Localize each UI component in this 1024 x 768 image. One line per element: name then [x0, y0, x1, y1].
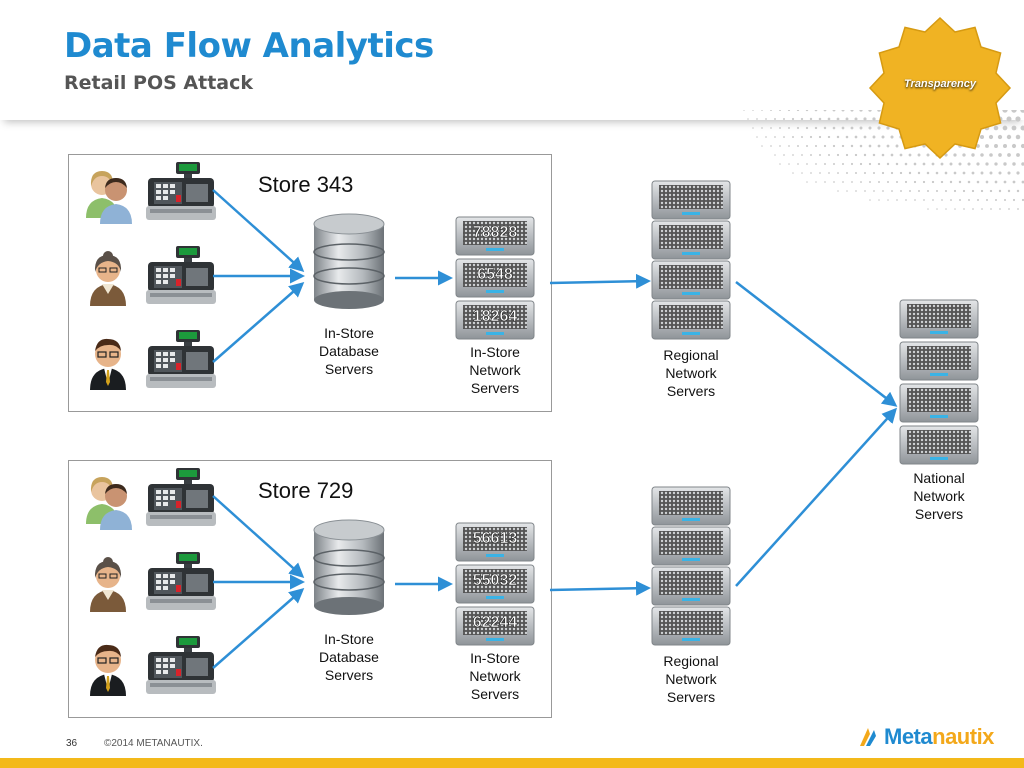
slide-header: Data Flow Analytics Retail POS Attack [0, 0, 1024, 120]
metanautix-logo: Metanautix [884, 724, 994, 749]
flow-arrow [735, 407, 898, 587]
cash-register-icon [146, 162, 216, 220]
regional-server-rack-icon [651, 180, 731, 340]
flow-arrow [212, 588, 305, 669]
cash-register-icon [146, 636, 216, 694]
cash-register-icon [146, 246, 216, 304]
flow-arrow [549, 273, 651, 289]
flow-arrow [735, 281, 898, 407]
server-id-label: 78828 [473, 224, 518, 241]
server-id-label: 6548 [477, 266, 513, 283]
person-icon [89, 556, 127, 613]
page-subtitle: Retail POS Attack [64, 72, 254, 94]
store-title: Store 343 [258, 172, 354, 197]
national-server-rack-icon [899, 299, 979, 465]
server-id-label: 18264 [473, 308, 518, 325]
cash-register-icon [146, 330, 216, 388]
server-id-label: 56613 [473, 530, 518, 547]
person-icon [89, 644, 127, 697]
person-icon [86, 171, 132, 224]
flow-arrow [212, 282, 305, 363]
page-title: Data Flow Analytics [64, 26, 434, 66]
copyright-text: ©2014 METANAUTIX. [104, 738, 203, 749]
database-icon [313, 213, 385, 310]
metanautix-logo-icon [860, 728, 876, 746]
cash-register-icon [146, 468, 216, 526]
footer-bar [0, 758, 1024, 768]
regional-server-rack-icon [651, 486, 731, 646]
person-icon [86, 477, 132, 530]
cash-register-icon [146, 552, 216, 610]
flow-arrow [549, 580, 651, 596]
flow-arrow [212, 189, 305, 273]
flow-arrow [212, 495, 305, 579]
person-icon [89, 338, 127, 391]
server-id-label: 55032 [473, 572, 518, 589]
store-title: Store 729 [258, 478, 354, 503]
transparency-badge-icon [868, 16, 1012, 160]
server-id-label: 62244 [473, 614, 518, 631]
database-icon [313, 519, 385, 616]
badge-label: Transparency [904, 78, 976, 90]
person-icon [89, 250, 127, 307]
page-number: 36 [66, 738, 78, 749]
